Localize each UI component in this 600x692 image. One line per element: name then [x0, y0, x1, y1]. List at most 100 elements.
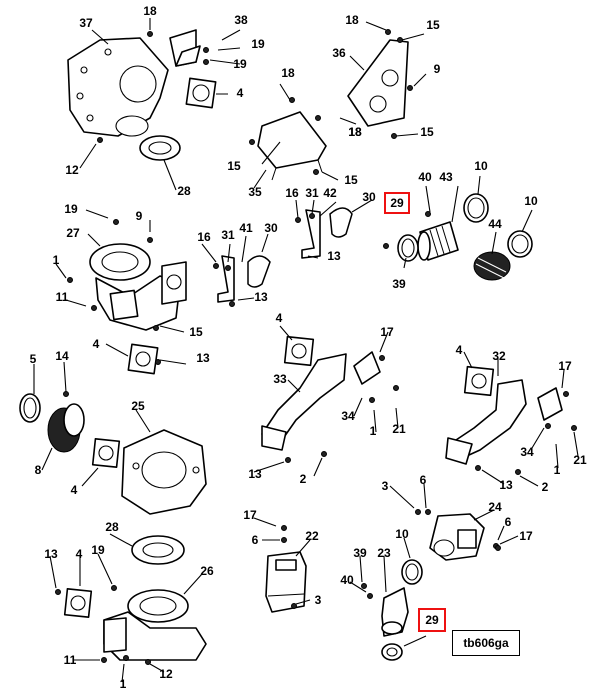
callout-4: 4 [275, 311, 283, 325]
clamp-10-a [463, 193, 489, 223]
callout-43: 43 [439, 170, 453, 184]
callout-3: 3 [314, 593, 322, 607]
callout-13: 13 [44, 547, 58, 561]
fasteners [55, 29, 577, 665]
elbow-33 [261, 353, 347, 451]
callout-6: 6 [504, 515, 512, 529]
callout-41: 41 [239, 221, 253, 235]
callout-26: 26 [200, 564, 214, 578]
gasket-29-lower [381, 643, 403, 661]
mount-35 [257, 111, 327, 181]
clamp-10-c [401, 559, 423, 585]
callout-16: 16 [285, 186, 299, 200]
callout-37: 37 [79, 16, 93, 30]
gasket-28-lower [131, 535, 185, 565]
callout-14: 14 [55, 349, 69, 363]
callout-31: 31 [221, 228, 235, 242]
u-bolt-30-lower [247, 255, 271, 288]
callout-1: 1 [553, 463, 561, 477]
bracket-36 [347, 39, 409, 127]
callout-13: 13 [499, 478, 513, 492]
callout-19: 19 [91, 543, 105, 557]
callout-6: 6 [251, 533, 259, 547]
callout-21: 21 [392, 422, 406, 436]
callout-22: 22 [305, 529, 319, 543]
callout-30: 30 [264, 221, 278, 235]
callout-19: 19 [251, 37, 265, 51]
elbow-23 [381, 587, 409, 637]
callout-44: 44 [488, 217, 502, 231]
bracket-41 [217, 255, 235, 303]
callout-29: 29 [425, 613, 439, 627]
callout-34: 34 [520, 445, 534, 459]
callout-40: 40 [418, 170, 432, 184]
callout-21: 21 [573, 453, 587, 467]
u-bolt-30-upper [329, 207, 353, 238]
gasket-4-top [185, 77, 217, 109]
callout-42: 42 [323, 186, 337, 200]
callout-28: 28 [177, 184, 191, 198]
callout-18: 18 [281, 66, 295, 80]
callout-39: 39 [392, 277, 406, 291]
callout-19: 19 [233, 57, 247, 71]
callout-4: 4 [236, 86, 244, 100]
housing-25 [121, 429, 207, 515]
callout-25: 25 [131, 399, 145, 413]
callout-11: 11 [63, 653, 77, 667]
clamp-10-b [507, 230, 533, 258]
callout-6: 6 [419, 473, 427, 487]
callout-4: 4 [70, 483, 78, 497]
callout-32: 32 [492, 349, 506, 363]
callout-18: 18 [345, 13, 359, 27]
bracket-42 [301, 209, 321, 259]
callout-18: 18 [143, 4, 157, 18]
callout-4: 4 [455, 343, 463, 357]
gasket-4-lower [63, 588, 93, 618]
figure-reference-label: tb606ga [452, 630, 520, 656]
callout-2: 2 [299, 472, 307, 486]
bracket-34-a [353, 351, 381, 385]
callout-10: 10 [524, 194, 538, 208]
callout-17: 17 [380, 325, 394, 339]
bracket-34-b [537, 387, 563, 421]
callout-9: 9 [135, 209, 143, 223]
bracket-38 [169, 29, 201, 67]
gasket-4-right [463, 365, 495, 397]
callout-34: 34 [341, 409, 355, 423]
clamp-5 [19, 393, 41, 423]
callout-12: 12 [65, 163, 79, 177]
callout-13: 13 [327, 249, 341, 263]
housing-26 [103, 589, 207, 661]
highlight-box [418, 608, 446, 632]
callout-40: 40 [340, 573, 354, 587]
callout-1: 1 [369, 424, 377, 438]
callout-36: 36 [332, 46, 346, 60]
callout-38: 38 [234, 13, 248, 27]
gasket-4-left [127, 343, 159, 375]
callout-29: 29 [390, 196, 404, 210]
callout-17: 17 [558, 359, 572, 373]
callout-16: 16 [197, 230, 211, 244]
hose-43 [417, 221, 459, 261]
callout-15: 15 [344, 173, 358, 187]
callout-13: 13 [196, 351, 210, 365]
callout-10: 10 [395, 527, 409, 541]
callout-13: 13 [248, 467, 262, 481]
hose-8 [47, 403, 85, 453]
callout-28: 28 [105, 520, 119, 534]
callout-5: 5 [29, 352, 37, 366]
callout-15: 15 [189, 325, 203, 339]
callout-18: 18 [348, 125, 362, 139]
callout-9: 9 [433, 62, 441, 76]
callout-8: 8 [34, 463, 42, 477]
callout-11: 11 [55, 290, 69, 304]
housing-27 [89, 243, 187, 331]
callout-4: 4 [75, 547, 83, 561]
callout-33: 33 [273, 372, 287, 386]
callout-15: 15 [227, 159, 241, 173]
callout-30: 30 [362, 190, 376, 204]
callout-39: 39 [353, 546, 367, 560]
housing-37 [67, 37, 169, 137]
